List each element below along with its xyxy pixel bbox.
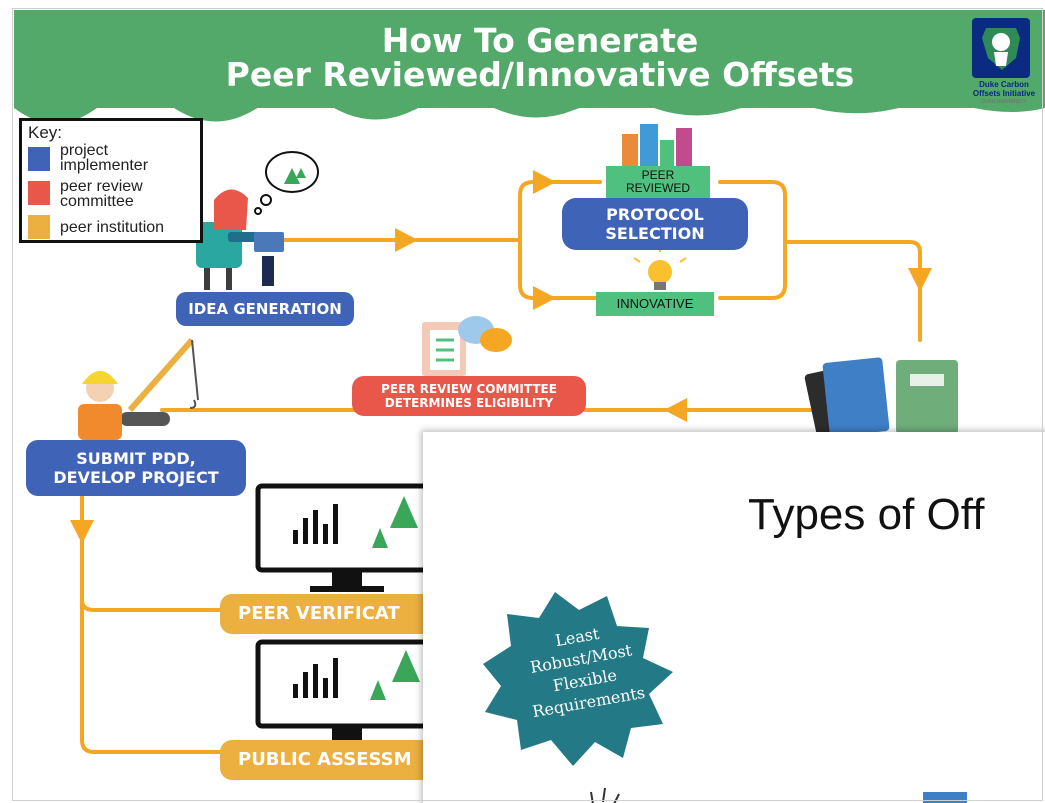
partial-blue-block xyxy=(923,792,967,803)
arrow-right-icon xyxy=(533,286,556,310)
logo-text: Duke Carbon Offsets Initiative DUKE UNIV… xyxy=(964,80,1044,107)
pill-line: SELECTION xyxy=(605,224,705,243)
logo-text-line-3: DUKE UNIVERSITY xyxy=(981,99,1027,105)
step-eligibility: PEER REVIEW COMMITTEE DETERMINES ELIGIBI… xyxy=(352,376,586,416)
person-thinking-illustration xyxy=(196,189,284,290)
arrow-right-icon xyxy=(533,170,556,194)
step-submit-pdd: SUBMIT PDD, DEVELOP PROJECT xyxy=(26,440,246,496)
page-title: How To Generate Peer Reviewed/Innovative… xyxy=(190,24,890,92)
key-label-peer-institution: peer institution xyxy=(60,219,165,236)
key-swatch-peer-review-committee xyxy=(28,181,50,205)
pill-line: PROTOCOL xyxy=(606,205,704,224)
arrow-down-icon xyxy=(70,520,94,544)
legend-key: Key: project implementer peer review com… xyxy=(19,118,203,243)
header-wave-edge xyxy=(14,100,1045,122)
ribbon-peer-reviewed: PEER REVIEWED xyxy=(606,166,710,198)
ribbon-line: REVIEWED xyxy=(625,181,690,195)
ribbon-line: INNOVATIVE xyxy=(616,296,694,311)
key-label-line: peer institution xyxy=(60,219,165,236)
lightbulb-icon xyxy=(633,246,687,290)
arrow-right-icon xyxy=(395,228,418,252)
header-banner xyxy=(14,10,1045,108)
title-line-2: Peer Reviewed/Innovative Offsets xyxy=(225,55,855,94)
construction-worker-icon xyxy=(78,338,199,440)
key-label-line: implementer xyxy=(60,157,149,174)
arrow-left-icon xyxy=(664,398,687,422)
key-label-project-implementer: project implementer xyxy=(60,142,149,174)
ribbon-line: PEER xyxy=(641,168,675,182)
overlay-title: Types of Off xyxy=(748,490,985,539)
duke-logo: Duke Carbon Offsets Initiative DUKE UNIV… xyxy=(964,14,1044,106)
key-label-line: peer review xyxy=(60,178,143,195)
arrow-down-icon xyxy=(908,268,932,292)
key-label-line: project xyxy=(60,142,109,159)
pill-line: DETERMINES ELIGIBILITY xyxy=(384,396,554,410)
thought-bubble-icon xyxy=(254,151,319,215)
title-line-1: How To Generate xyxy=(381,21,699,60)
overlay-slide: Types of Off Least Robust/Most Flexible … xyxy=(423,432,1045,803)
pill-line: PEER REVIEW COMMITTEE xyxy=(381,382,557,396)
pill-line: SUBMIT PDD, xyxy=(76,449,196,468)
step-idea-generation: IDEA GENERATION xyxy=(176,292,354,326)
logo-text-line-2: Offsets Initiative xyxy=(972,89,1036,98)
key-label-peer-review-committee: peer review committee xyxy=(60,178,143,210)
pill-line: DEVELOP PROJECT xyxy=(53,468,219,487)
key-label-line: committee xyxy=(60,193,134,210)
logo-text-line-1: Duke Carbon xyxy=(979,80,1029,89)
notebooks-icon xyxy=(804,357,958,443)
step-protocol-selection: PROTOCOL SELECTION xyxy=(562,198,748,250)
ribbon-innovative: INNOVATIVE xyxy=(596,292,714,316)
clipboard-chat-icon xyxy=(422,316,512,376)
books-stack-icon xyxy=(622,124,692,168)
key-swatch-peer-institution xyxy=(28,215,50,239)
logo-shield-icon xyxy=(972,18,1030,78)
key-swatch-project-implementer xyxy=(28,147,50,171)
key-title: Key: xyxy=(28,123,63,142)
slide-frame xyxy=(12,8,1043,801)
